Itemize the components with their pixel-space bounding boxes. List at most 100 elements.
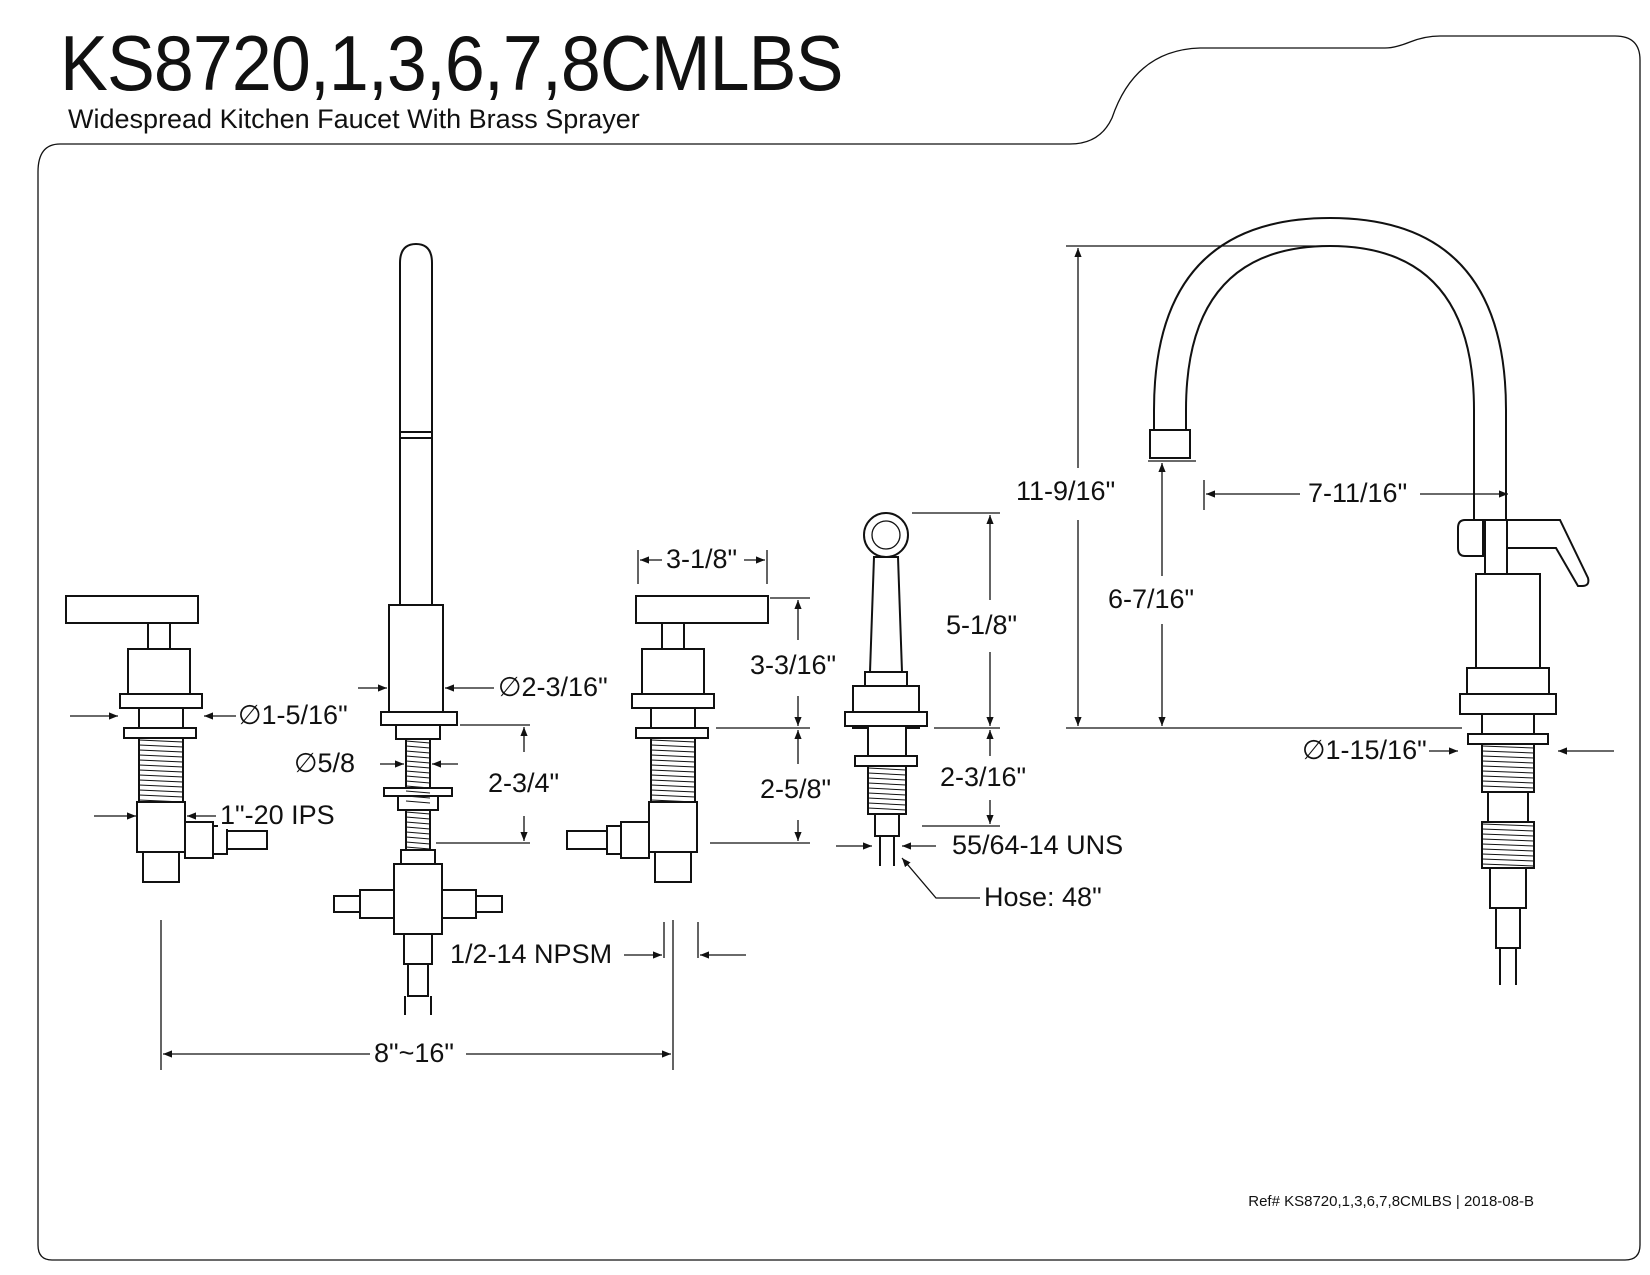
thread-line	[650, 744, 696, 748]
thread-line	[138, 794, 184, 798]
reference-number: Ref# KS8720,1,3,6,7,8CMLBS | 2018-08-B	[1248, 1193, 1534, 1210]
thread-line	[405, 775, 431, 779]
thread-line	[1481, 750, 1535, 754]
dim-handle-width: 3-1/8"	[664, 544, 740, 574]
thread-line	[405, 821, 431, 825]
dim-spout-base-dia: ∅2-3/16"	[496, 672, 610, 702]
thread-line	[405, 765, 431, 769]
dim-sprayer-shank-len: 2-3/16"	[938, 762, 1029, 792]
thread-line	[650, 764, 696, 768]
thread-line	[405, 841, 431, 845]
thread-line	[1481, 760, 1535, 764]
thread-line	[650, 739, 696, 743]
thread-line	[405, 790, 431, 794]
dim-spout-reach: 7-11/16"	[1306, 478, 1410, 508]
thread-line	[650, 794, 696, 798]
thread-line	[1481, 780, 1535, 784]
dim-spout-inlet-thread: 1/2-14 NPSM	[448, 939, 615, 969]
dim-handle-height: 3-3/16"	[748, 650, 839, 680]
thread-line	[405, 755, 431, 759]
thread-line	[138, 764, 184, 768]
dimension-lines	[70, 245, 1614, 1070]
dim-spout-shank-dia: ∅5/8	[292, 748, 358, 778]
dim-handle-dia: ∅1-5/16"	[236, 700, 350, 730]
page-subtitle: Widespread Kitchen Faucet With Brass Spr…	[68, 104, 640, 134]
dim-sprayer-height: 5-1/8"	[944, 610, 1020, 640]
thread-line	[405, 800, 431, 804]
thread-line	[1481, 848, 1535, 852]
thread-line	[867, 792, 907, 796]
thread-line	[650, 799, 696, 803]
thread-line	[138, 784, 184, 788]
thread-line	[138, 779, 184, 783]
thread-line	[650, 789, 696, 793]
thread-line	[650, 769, 696, 773]
dim-sprayer-thread: 55/64-14 UNS	[950, 830, 1126, 860]
thread-line	[867, 782, 907, 786]
thread-line	[138, 744, 184, 748]
dim-spout-shank-len: 2-3/4"	[486, 768, 562, 798]
spout-side-view	[1149, 216, 1590, 985]
thread-line	[138, 749, 184, 753]
page-title: KS8720,1,3,6,7,8CMLBS	[60, 19, 843, 107]
thread-line	[650, 779, 696, 783]
thread-line	[650, 784, 696, 788]
thread-line	[1481, 828, 1535, 832]
left-handle-valve	[65, 595, 268, 883]
thread-line	[138, 739, 184, 743]
thread-line	[405, 831, 431, 835]
thread-line	[405, 846, 431, 850]
thread-line	[405, 770, 431, 774]
thread-line	[405, 836, 431, 840]
dim-spout-side-base-dia: ∅1-15/16"	[1300, 735, 1429, 765]
thread-line	[138, 754, 184, 758]
dim-spout-clearance: 6-7/16"	[1106, 584, 1197, 614]
thread-line	[138, 789, 184, 793]
thread-line	[867, 767, 907, 771]
thread-line	[867, 797, 907, 801]
thread-line	[138, 769, 184, 773]
thread-line	[405, 745, 431, 749]
thread-line	[138, 774, 184, 778]
thread-line	[650, 774, 696, 778]
thread-line	[1481, 745, 1535, 749]
thread-line	[405, 826, 431, 830]
thread-line	[405, 750, 431, 754]
thread-line	[405, 785, 431, 789]
thread-line	[1481, 785, 1535, 789]
thread-line	[1481, 843, 1535, 847]
thread-line	[867, 772, 907, 776]
thread-line	[867, 807, 907, 811]
thread-line	[650, 754, 696, 758]
dim-center-spread: 8"~16"	[372, 1038, 456, 1068]
thread-line	[1481, 858, 1535, 862]
thread-line	[867, 777, 907, 781]
dim-hose-length: Hose: 48"	[982, 882, 1104, 912]
thread-line	[867, 802, 907, 806]
thread-line	[1481, 863, 1535, 867]
thread-line	[1481, 853, 1535, 857]
thread-line	[1481, 765, 1535, 769]
thread-line	[405, 760, 431, 764]
thread-line	[1481, 838, 1535, 842]
thread-line	[650, 759, 696, 763]
thread-line	[405, 740, 431, 744]
thread-line	[1481, 775, 1535, 779]
dim-handle-thread: 1"-20 IPS	[218, 800, 337, 830]
thread-line	[138, 799, 184, 803]
thread-line	[1481, 833, 1535, 837]
thread-line	[867, 787, 907, 791]
thread-line	[1481, 823, 1535, 827]
dim-overall-height: 11-9/16"	[1014, 476, 1118, 506]
sprayer	[844, 512, 928, 866]
thread-line	[650, 749, 696, 753]
spout-front-view	[333, 242, 503, 1015]
right-handle-valve	[566, 595, 769, 883]
thread-line	[405, 816, 431, 820]
thread-line	[1481, 755, 1535, 759]
thread-line	[405, 780, 431, 784]
page-frame	[37, 35, 1641, 1261]
thread-line	[1481, 770, 1535, 774]
thread-line	[138, 759, 184, 763]
dim-valve-shank-len: 2-5/8"	[758, 774, 834, 804]
